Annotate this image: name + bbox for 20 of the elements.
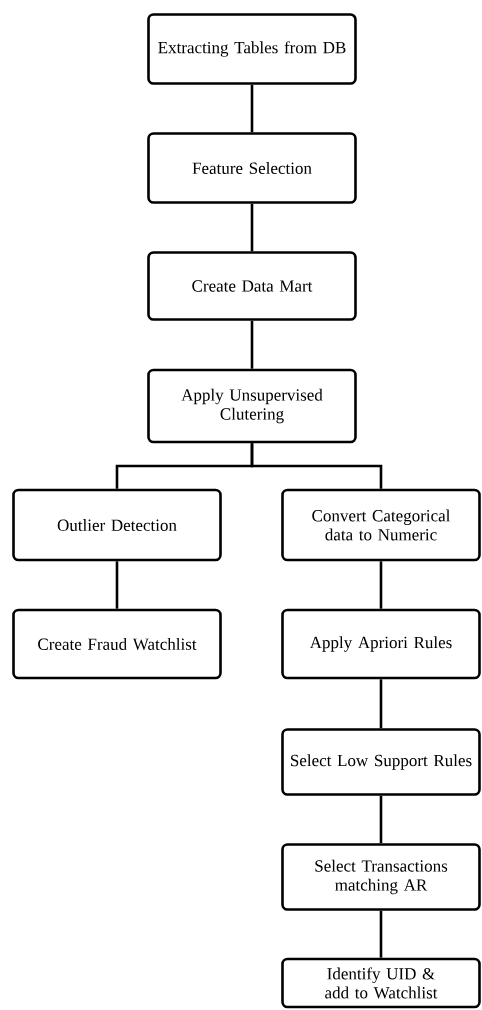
process-box: Apply Unsupervised Clutering <box>147 368 357 444</box>
process-box: Convert Categorical data to Numeric <box>281 488 481 562</box>
connector-line <box>379 561 383 609</box>
process-box: Select Transactions matching AR <box>281 843 481 911</box>
connector-line <box>250 84 254 133</box>
connector-line <box>250 443 383 489</box>
process-box: Apply Apriori Rules <box>281 608 481 680</box>
process-box: Select Low Support Rules <box>281 728 481 796</box>
process-box: Create Fraud Watchlist <box>12 608 222 680</box>
process-box: Outlier Detection <box>12 488 222 562</box>
process-box: Extracting Tables from DB <box>147 13 357 85</box>
connector-line <box>250 320 254 369</box>
connector-line <box>379 795 383 844</box>
connector-line <box>379 910 383 958</box>
process-box: Feature Selection <box>147 132 357 204</box>
connector-line <box>250 203 254 252</box>
connector-line <box>379 679 383 729</box>
process-box: Create Data Mart <box>147 251 357 321</box>
connector-line <box>115 561 119 609</box>
process-box: Identify UID & add to Watchlist <box>281 957 481 1009</box>
